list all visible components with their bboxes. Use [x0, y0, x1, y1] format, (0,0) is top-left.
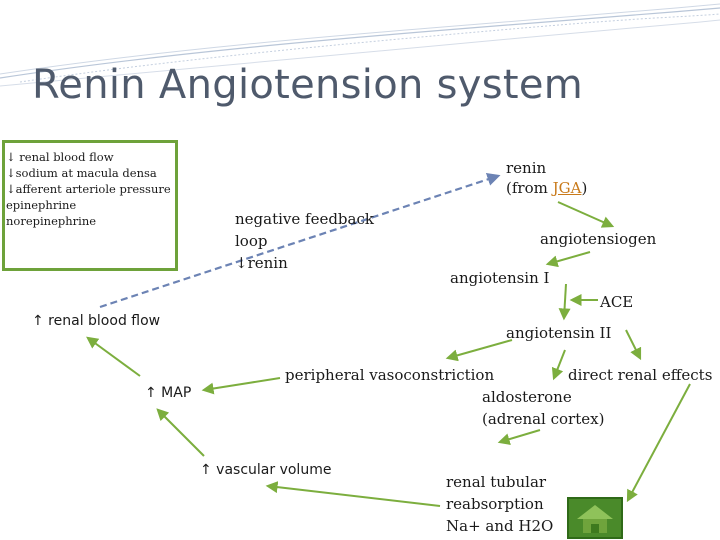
node-angiotensiogen: angiotensiogen [540, 230, 657, 248]
node-renin: renin [506, 159, 547, 177]
cause-sodium: ↓sodium at macula densa [6, 166, 157, 180]
arrow-volume-to-map [156, 408, 205, 457]
feedback-line-2: loop [235, 232, 268, 250]
arrow-map-to-renal-flow [86, 336, 141, 377]
renin-source-prefix: (from [506, 179, 553, 197]
jga-link[interactable]: JGA [552, 179, 582, 197]
arrow-vasoconstriction-to-map [201, 377, 281, 395]
arrow-angiotensiogen-to-angiotensin1 [545, 251, 591, 268]
node-tubular-3: Na+ and H2O [446, 517, 554, 535]
node-renin-source: (from JGA) [506, 177, 587, 199]
arrow-to-aldosterone [551, 349, 566, 381]
cause-epinephrine: epinephrine [6, 198, 77, 212]
cause-afferent-pressure: ↓afferent arteriole pressure [6, 182, 171, 196]
node-vascular-volume: ↑ vascular volume [200, 462, 332, 478]
home-button[interactable] [567, 497, 623, 539]
cause-renal-blood-flow: ↓ renal blood flow [6, 150, 114, 164]
arrow-to-direct-renal [625, 329, 642, 361]
feedback-line-1: negative feedback [235, 210, 374, 228]
home-icon [577, 505, 613, 533]
arrow-to-vasoconstriction [445, 339, 513, 362]
arrow-aldosterone-to-tubular [497, 429, 541, 445]
arrow-angiotensin1-to-angiotensin2 [558, 283, 571, 321]
arrow-tubular-to-volume [265, 481, 441, 507]
feedback-line-3: ↓renin [235, 254, 288, 272]
renin-source-suffix: ) [581, 179, 588, 197]
page-title: Renin Angiotension system [32, 62, 584, 108]
node-aldosterone: aldosterone [482, 388, 572, 406]
node-renal-blood-flow: ↑ renal blood flow [32, 313, 161, 329]
arrow-direct-renal-to-tubular [626, 383, 691, 503]
arrow-renin-to-angiotensiogen [557, 201, 615, 228]
node-map: ↑ MAP [145, 385, 192, 401]
node-tubular-1: renal tubular [446, 473, 547, 491]
node-ace: ACE [600, 293, 634, 311]
node-tubular-2: reabsorption [446, 495, 544, 513]
node-direct-renal: direct renal effects [568, 366, 713, 384]
node-vasoconstriction: peripheral vasoconstriction [285, 366, 495, 384]
arrow-to-renin [99, 173, 501, 309]
node-angiotensin-1: angiotensin I [450, 269, 550, 287]
causes-box [2, 140, 178, 271]
cause-norepinephrine: norepinephrine [6, 214, 97, 228]
causes-list: ↓ renal blood flow ↓sodium at macula den… [6, 149, 171, 229]
header-decoration [0, 3, 720, 87]
node-adrenal-cortex: (adrenal cortex) [482, 410, 605, 428]
node-angiotensin-2: angiotensin II [506, 324, 612, 342]
